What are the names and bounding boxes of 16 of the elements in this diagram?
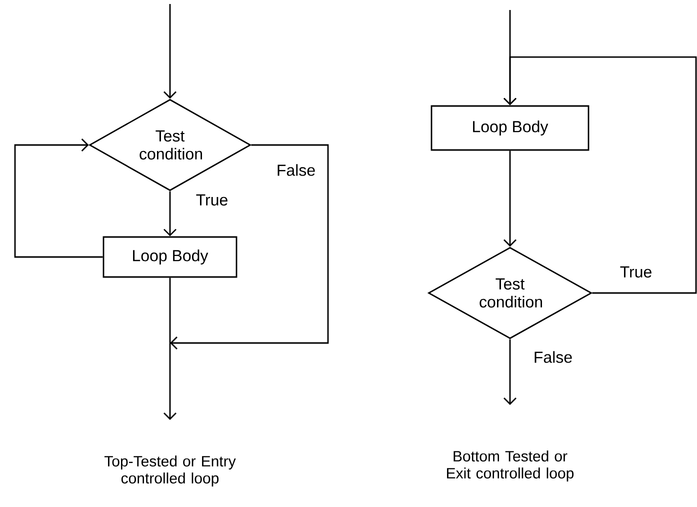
edge-label: True — [194, 193, 230, 207]
arrow — [504, 56, 697, 294]
caption: Top-Tested or Entry controlled loop — [104, 456, 236, 486]
arrow — [170, 144, 329, 350]
edge-label: False — [275, 163, 317, 177]
process-box: Loop Body — [430, 105, 590, 151]
arrow — [164, 4, 176, 99]
process-box: Loop Body — [102, 236, 238, 278]
edge-label: True — [618, 265, 654, 279]
caption: Bottom Tested or Exit controlled loop — [447, 450, 574, 482]
arrow — [164, 191, 176, 236]
edge-label: False — [532, 350, 574, 364]
arrow — [14, 138, 103, 258]
arrow — [164, 278, 176, 420]
arrow — [504, 150, 516, 247]
arrow — [504, 339, 516, 406]
